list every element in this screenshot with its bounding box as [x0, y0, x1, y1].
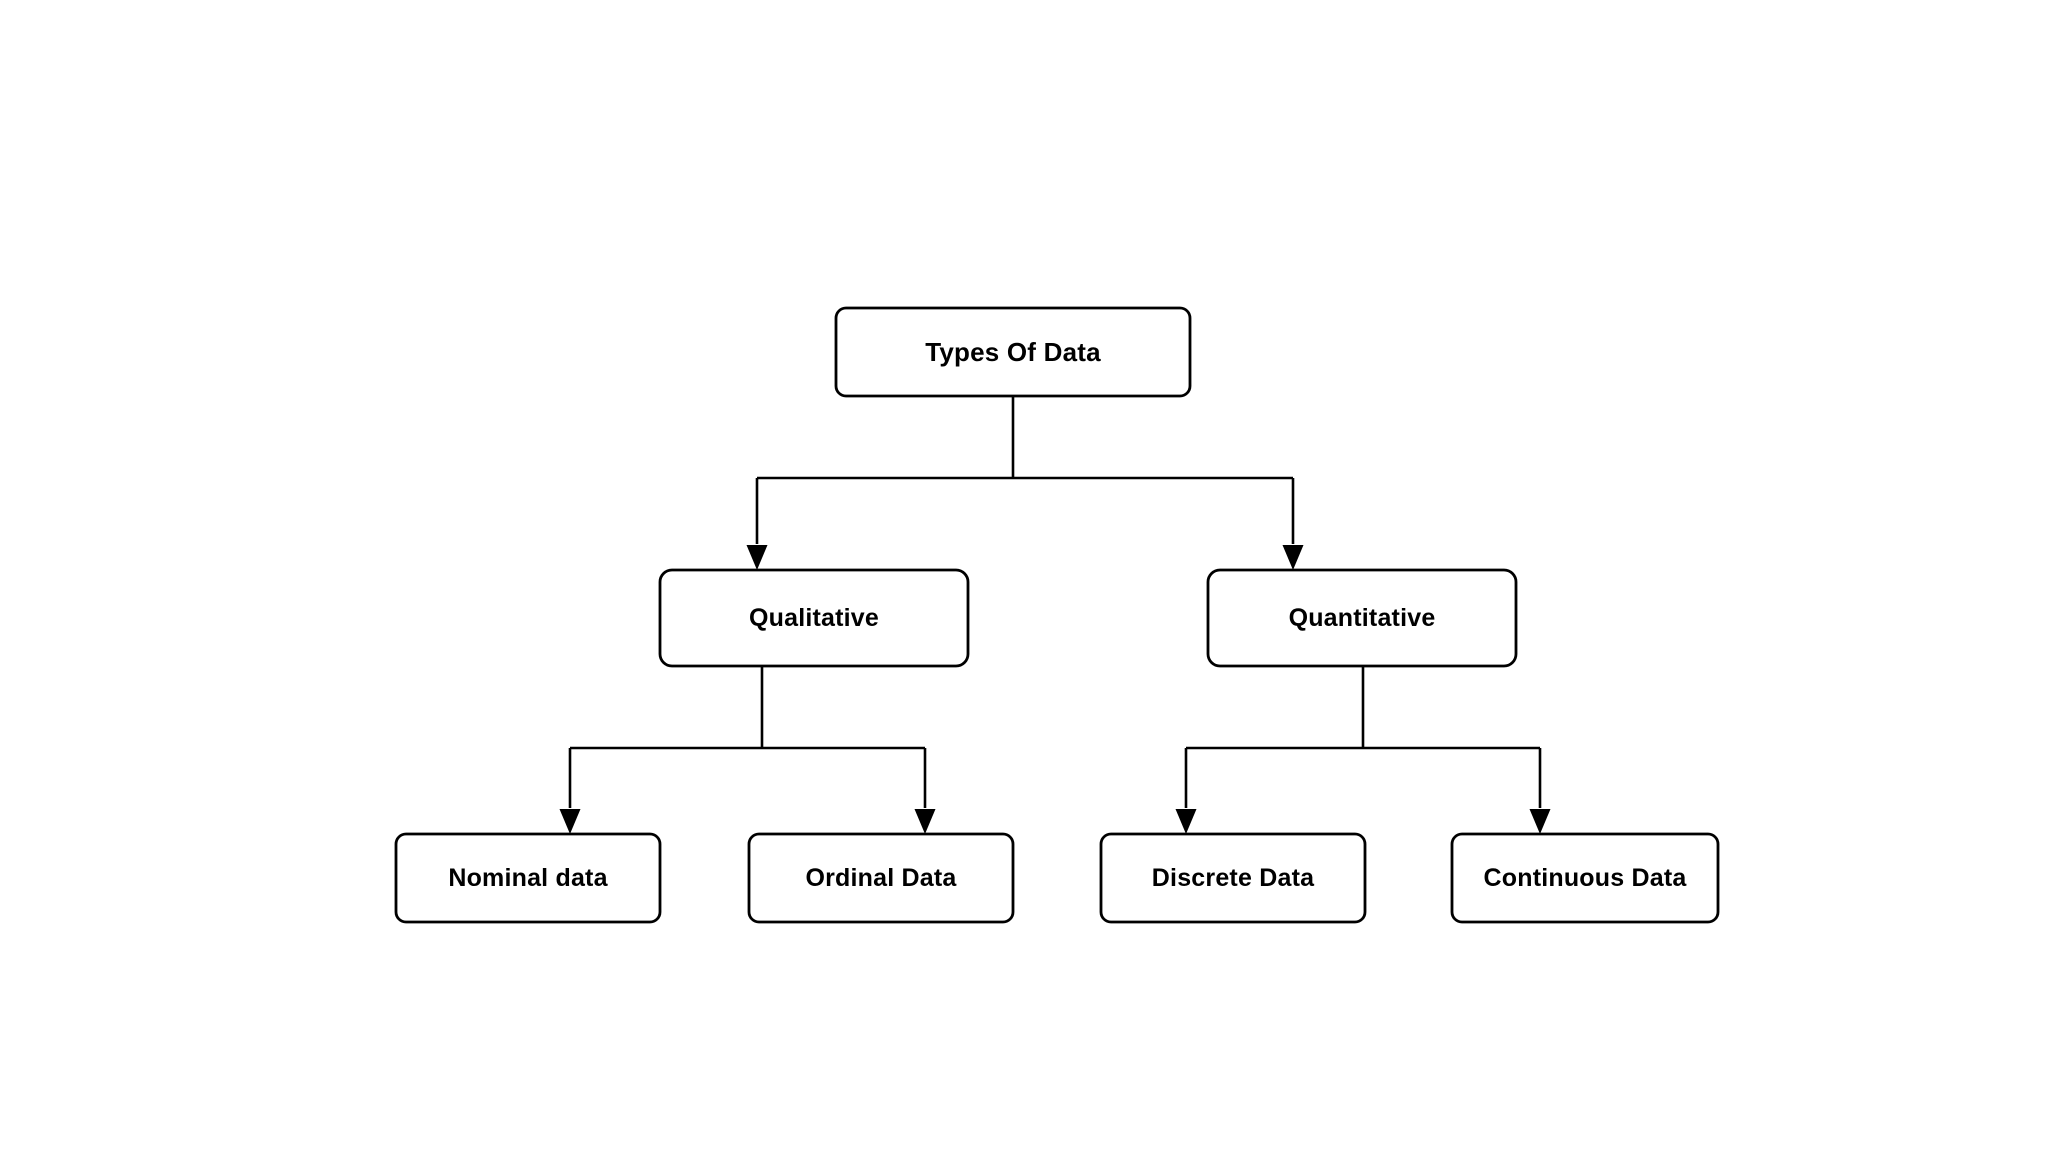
- node-box-qualitative[interactable]: [658, 568, 970, 668]
- arrowhead-continuous-icon: [1529, 809, 1551, 834]
- edge-qualitative-children: [568, 666, 927, 808]
- node-box-quantitative[interactable]: [1206, 568, 1518, 668]
- edge-root-qualitative: [755, 396, 1015, 544]
- arrowhead-discrete-icon: [1175, 809, 1197, 834]
- node-box-ordinal[interactable]: [747, 832, 1015, 924]
- node-box-root[interactable]: [834, 306, 1192, 398]
- arrowhead-quantitative-icon: [1282, 545, 1304, 570]
- arrowhead-ordinal-icon: [914, 809, 936, 834]
- arrowhead-nominal-icon: [559, 809, 581, 834]
- edge-root-quantitative: [1013, 476, 1295, 544]
- edge-quantitative-children: [1184, 666, 1542, 808]
- node-box-discrete[interactable]: [1099, 832, 1367, 924]
- node-box-nominal[interactable]: [394, 832, 662, 924]
- arrowhead-qualitative-icon: [746, 545, 768, 570]
- node-box-continuous[interactable]: [1450, 832, 1720, 924]
